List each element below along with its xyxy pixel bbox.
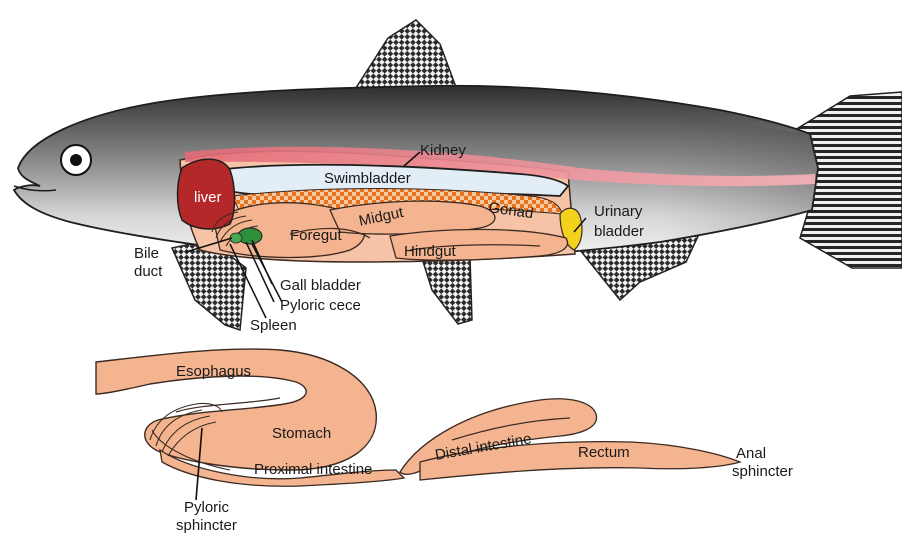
label-rectum: Rectum [578,444,630,461]
label-urinary-bladder-1: Urinary [594,203,643,220]
label-pyloric-cece: Pyloric cece [280,297,361,314]
label-bile-duct-1: Bile [134,245,159,262]
pupil [70,154,82,166]
label-anal-sphincter-1: Anal [736,445,766,462]
label-proximal-intestine: Proximal intestine [254,461,372,478]
label-pyloric-sphincter-1: Pyloric [184,499,230,516]
label-swimbladder: Swimbladder [324,170,411,187]
label-spleen: Spleen [250,317,297,334]
label-liver: liver [194,189,222,206]
pelvic-fin [420,252,472,324]
label-bile-duct-2: duct [134,263,163,280]
label-anal-sphincter-2: sphincter [732,463,793,480]
label-esophagus: Esophagus [176,363,251,380]
label-urinary-bladder-2: bladder [594,223,644,240]
label-stomach: Stomach [272,425,331,442]
label-foregut: Foregut [290,227,343,244]
label-hindgut: Hindgut [404,243,457,260]
label-gall-bladder: Gall bladder [280,277,361,294]
label-kidney: Kidney [420,142,466,159]
label-pyloric-sphincter-2: sphincter [176,517,237,534]
